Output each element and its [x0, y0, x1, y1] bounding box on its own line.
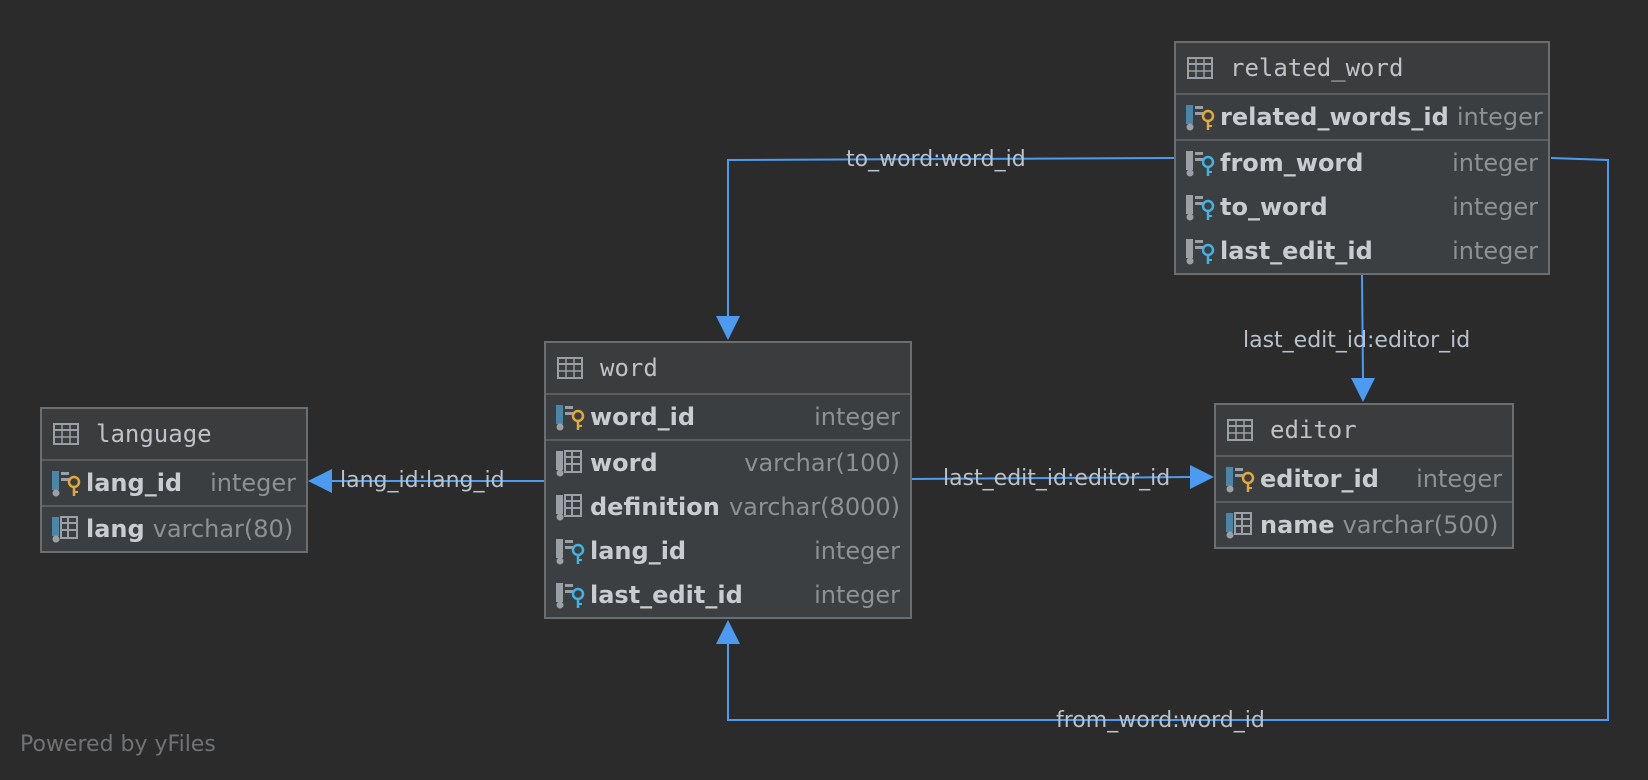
column-name: lang_id	[590, 537, 687, 565]
column-row[interactable]: last_edit_id integer	[1176, 229, 1548, 273]
column-row[interactable]: last_edit_id integer	[546, 573, 910, 617]
column-type: integer	[814, 581, 900, 609]
column-row[interactable]: lang varchar(80)	[42, 507, 306, 551]
column-type: varchar(100)	[744, 449, 900, 477]
powered-by-credit: Powered by yFiles	[20, 732, 216, 757]
column-icon	[556, 450, 582, 477]
column-name: last_edit_id	[1220, 237, 1373, 265]
column-row[interactable]: from_word integer	[1176, 141, 1548, 185]
table-header[interactable]: language	[42, 409, 306, 461]
edge-related-from-word[interactable]	[727, 157, 1609, 721]
column-type: integer	[1452, 149, 1538, 177]
primary-key-icon	[52, 471, 81, 497]
column-name: name	[1260, 511, 1335, 539]
column-name: definition	[590, 493, 720, 521]
table-title: language	[96, 420, 212, 448]
table-related-word[interactable]: related_word related_words_id integer fr…	[1174, 41, 1550, 275]
edge-related-editor-arrow	[1351, 378, 1375, 402]
table-title: related_word	[1230, 54, 1404, 82]
edge-label-word-language: lang_id:lang_id	[340, 468, 505, 493]
table-icon	[557, 357, 583, 379]
table-title: editor	[1270, 416, 1357, 444]
column-row[interactable]: related_words_id integer	[1176, 95, 1548, 139]
table-header[interactable]: related_word	[1176, 43, 1548, 95]
foreign-key-icon	[556, 583, 585, 609]
column-type: integer	[814, 403, 900, 431]
foreign-key-icon	[1186, 239, 1215, 265]
column-name: lang	[86, 515, 145, 543]
foreign-key-icon	[1186, 195, 1215, 221]
edge-related-editor[interactable]	[1361, 274, 1364, 379]
column-name: lang_id	[86, 469, 183, 497]
column-row[interactable]: word_id integer	[546, 395, 910, 439]
edge-label-related-editor: last_edit_id:editor_id	[1243, 328, 1471, 353]
column-name: word_id	[590, 403, 696, 431]
table-editor[interactable]: editor editor_id integer name varchar(50…	[1214, 403, 1514, 549]
column-row[interactable]: word varchar(100)	[546, 441, 910, 485]
table-icon	[1227, 419, 1253, 441]
column-icon	[556, 494, 582, 521]
column-type: integer	[210, 469, 296, 497]
column-icon	[52, 516, 78, 543]
edge-word-language-arrow	[308, 469, 332, 493]
column-row[interactable]: to_word integer	[1176, 185, 1548, 229]
table-icon	[1187, 57, 1213, 79]
column-name: related_words_id	[1220, 103, 1449, 131]
column-type: integer	[814, 537, 900, 565]
foreign-key-icon	[556, 539, 585, 565]
column-icon	[1226, 512, 1252, 539]
edge-label-related-to-word: to_word:word_id	[846, 147, 1026, 172]
column-type: varchar(80)	[152, 515, 294, 543]
primary-key-icon	[556, 405, 585, 431]
foreign-key-icon	[1186, 151, 1215, 177]
table-word[interactable]: word word_id integer word varchar(100) d…	[544, 341, 912, 619]
column-name: to_word	[1220, 193, 1328, 221]
table-header[interactable]: word	[546, 343, 910, 395]
edge-label-word-editor: last_edit_id:editor_id	[943, 466, 1171, 491]
table-header[interactable]: editor	[1216, 405, 1512, 457]
edge-word-editor[interactable]	[910, 476, 1191, 480]
column-name: last_edit_id	[590, 581, 743, 609]
edge-related-to-word[interactable]	[727, 157, 1175, 316]
edge-word-editor-arrow	[1190, 465, 1214, 489]
table-language[interactable]: language lang_id integer lang varchar(80…	[40, 407, 308, 553]
column-row[interactable]: lang_id integer	[42, 461, 306, 505]
column-name: word	[590, 449, 658, 477]
table-title: word	[600, 354, 658, 382]
edge-related-to-word-arrow	[716, 316, 740, 340]
primary-key-icon	[1186, 105, 1215, 131]
column-row[interactable]: name varchar(500)	[1216, 503, 1512, 547]
primary-key-icon	[1226, 467, 1255, 493]
column-name: editor_id	[1260, 465, 1379, 493]
column-type: integer	[1452, 237, 1538, 265]
column-row[interactable]: editor_id integer	[1216, 457, 1512, 501]
column-row[interactable]: lang_id integer	[546, 529, 910, 573]
column-type: varchar(8000)	[728, 493, 900, 521]
column-type: integer	[1416, 465, 1502, 493]
column-type: integer	[1452, 193, 1538, 221]
edge-related-from-word-arrow	[716, 620, 740, 644]
column-type: varchar(500)	[1342, 511, 1499, 539]
column-name: from_word	[1220, 149, 1364, 177]
column-type: integer	[1456, 103, 1543, 131]
edge-label-related-from-word: from_word:word_id	[1056, 708, 1265, 733]
table-icon	[53, 423, 79, 445]
column-row[interactable]: definition varchar(8000)	[546, 485, 910, 529]
